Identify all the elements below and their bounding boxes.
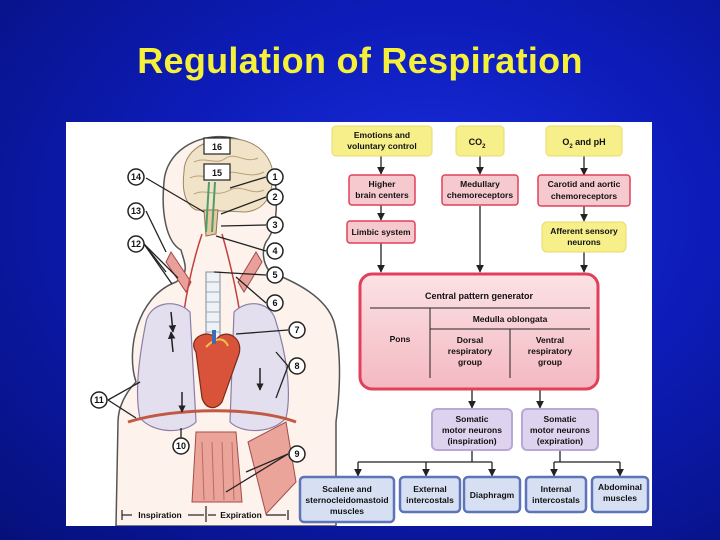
callout-2: 2: [272, 192, 277, 202]
svg-text:Central pattern generator: Central pattern generator: [425, 291, 534, 301]
svg-text:Abdominal: Abdominal: [598, 482, 642, 492]
callout-13: 13: [131, 206, 141, 216]
diaphragm-line: [127, 409, 297, 424]
flowchart: Emotions and voluntary control CO2 O2 an…: [298, 125, 650, 524]
svg-text:Afferent sensory: Afferent sensory: [550, 226, 618, 236]
svg-text:sternocleidomastoid: sternocleidomastoid: [305, 495, 388, 505]
box-afferent: Afferent sensory neurons: [541, 221, 627, 253]
callout-8: 8: [294, 361, 299, 371]
box-internal-intercostals: Internal intercostals: [524, 475, 588, 514]
svg-text:Pons: Pons: [390, 334, 411, 344]
abdominal-muscle-left: [191, 431, 243, 503]
svg-text:Carotid and aortic: Carotid and aortic: [548, 179, 621, 189]
callout-3: 3: [272, 220, 277, 230]
abdominal-muscle-right: [247, 421, 297, 516]
svg-text:Internal: Internal: [541, 484, 572, 494]
neck-muscles-right: [237, 251, 263, 293]
svg-text:respiratory: respiratory: [448, 346, 493, 356]
expiration-label: Expiration: [220, 510, 262, 520]
svg-text:Limbic system: Limbic system: [351, 227, 410, 237]
figure-canvas: 16 15 14 13 12 1 2 3 4 5 6 7 8 11 10 9 I…: [90, 125, 650, 526]
callout-15: 15: [212, 168, 222, 178]
svg-text:chemoreceptors: chemoreceptors: [551, 191, 617, 201]
box-emotions: Emotions and voluntary control: [331, 125, 433, 157]
svg-text:Somatic: Somatic: [543, 414, 576, 424]
box-higher-brain: Higher brain centers: [348, 174, 416, 206]
callout-4: 4: [272, 246, 277, 256]
callout-9: 9: [294, 449, 299, 459]
inspiration-label: Inspiration: [138, 510, 181, 520]
svg-text:CO2: CO2: [469, 137, 487, 150]
svg-text:Emotions and: Emotions and: [354, 130, 410, 140]
callout-12: 12: [131, 239, 141, 249]
callout-5: 5: [272, 270, 277, 280]
box-somatic-expiration: Somatic motor neurons (expiration): [521, 408, 599, 451]
svg-text:group: group: [458, 357, 482, 367]
box-external-intercostals: External intercostals: [398, 475, 462, 514]
svg-text:neurons: neurons: [567, 237, 601, 247]
box-medullary-chemo: Medullary chemoreceptors: [441, 174, 519, 206]
svg-text:motor neurons: motor neurons: [530, 425, 590, 435]
box-carotid-aortic: Carotid and aortic chemoreceptors: [537, 174, 631, 207]
callout-16: 16: [212, 142, 222, 152]
svg-text:Higher: Higher: [369, 179, 397, 189]
svg-text:muscles: muscles: [603, 493, 637, 503]
svg-text:respiratory: respiratory: [528, 346, 573, 356]
svg-text:Scalene and: Scalene and: [322, 484, 372, 494]
svg-text:External: External: [413, 484, 447, 494]
callout-6: 6: [272, 298, 277, 308]
respiration-figure: 16 15 14 13 12 1 2 3 4 5 6 7 8 11 10 9 I…: [66, 122, 652, 526]
svg-text:voluntary control: voluntary control: [347, 141, 416, 151]
svg-text:Medulla oblongata: Medulla oblongata: [473, 314, 548, 324]
nerve-tracts: [205, 181, 216, 233]
svg-text:Diaphragm: Diaphragm: [470, 490, 515, 500]
box-co2: CO2: [455, 125, 505, 157]
box-central-pattern-generator: Central pattern generator Medulla oblong…: [358, 272, 600, 391]
heart: [193, 333, 241, 409]
svg-text:Medullary: Medullary: [460, 179, 500, 189]
svg-text:(inspiration): (inspiration): [447, 436, 496, 446]
callout-7: 7: [294, 325, 299, 335]
slide-title: Regulation of Respiration: [137, 40, 583, 81]
svg-text:muscles: muscles: [330, 506, 364, 516]
box-o2-ph: O2 and pH: [545, 125, 623, 157]
svg-text:Ventral: Ventral: [536, 335, 564, 345]
box-limbic: Limbic system: [346, 220, 416, 244]
svg-text:chemoreceptors: chemoreceptors: [447, 190, 513, 200]
callout-14: 14: [131, 172, 141, 182]
svg-text:intercostals: intercostals: [532, 495, 580, 505]
callout-10: 10: [176, 441, 186, 451]
svg-text:motor neurons: motor neurons: [442, 425, 502, 435]
svg-text:brain centers: brain centers: [355, 190, 409, 200]
svg-text:intercostals: intercostals: [406, 495, 454, 505]
box-somatic-inspiration: Somatic motor neurons (inspiration): [431, 408, 513, 451]
callout-11: 11: [94, 395, 104, 405]
box-diaphragm: Diaphragm: [462, 475, 522, 514]
svg-text:Dorsal: Dorsal: [457, 335, 483, 345]
svg-text:(expiration): (expiration): [537, 436, 583, 446]
box-scalene: Scalene and sternocleidomastoid muscles: [298, 475, 396, 524]
svg-text:Somatic: Somatic: [455, 414, 488, 424]
neck-muscles: [165, 251, 192, 293]
box-abdominal: Abdominal muscles: [590, 475, 650, 514]
svg-text:group: group: [538, 357, 562, 367]
callout-1: 1: [272, 172, 277, 182]
anatomy-illustration: 16 15 14 13 12 1 2 3 4 5 6 7 8 11 10 9 I…: [90, 135, 341, 526]
svg-text:O2 and pH: O2 and pH: [562, 137, 605, 150]
